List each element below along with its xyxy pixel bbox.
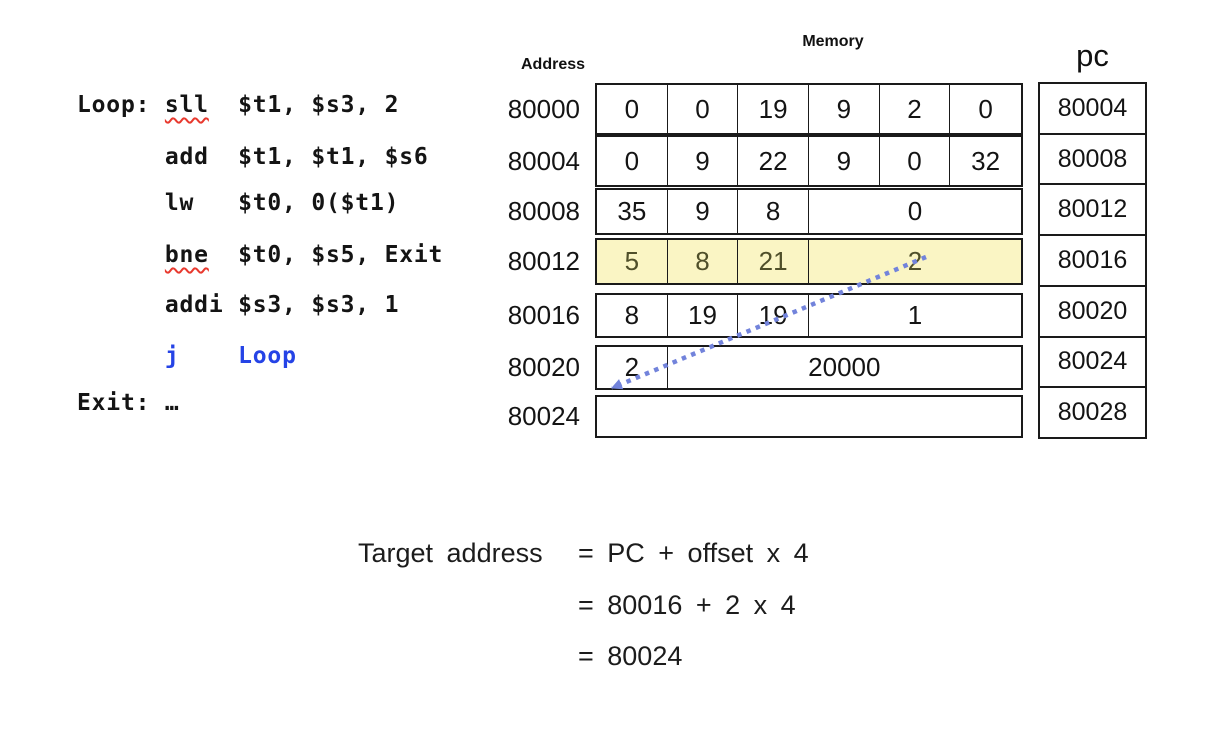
memory-cell: 8	[738, 190, 809, 233]
asm-segment	[77, 242, 165, 268]
asm-line-bne: bne $t0, $s5, Exit	[77, 240, 443, 270]
asm-segment	[180, 343, 239, 369]
memory-cell: 0	[597, 137, 668, 185]
pc-cell: 80020	[1040, 287, 1145, 338]
memory-cell: 5	[597, 240, 668, 283]
asm-segment: addi $s3, $s3, 1	[77, 292, 400, 318]
pc-cell: 80024	[1040, 338, 1145, 389]
memory-address: 80000	[507, 94, 580, 124]
memory-cell: 20000	[808, 352, 881, 382]
asm-segment-misspell: bne	[164, 242, 209, 268]
memory-cell: 21	[738, 240, 809, 283]
memory-cell: 9	[809, 85, 880, 133]
memory-address: 80016	[507, 300, 580, 330]
memory-cell: 0	[668, 85, 739, 133]
formula-rhs3: = 80024	[578, 641, 683, 671]
formula-rhs2: = 80016 + 2 x 4	[578, 590, 796, 620]
memory-row: 2 20000	[595, 345, 1023, 390]
pc-cell: 80004	[1040, 84, 1145, 135]
asm-line-j: j Loop	[77, 341, 297, 371]
pc-table: 80004 80008 80012 80016 80020 80024 8002…	[1038, 82, 1147, 439]
memory-address: 80020	[507, 352, 580, 382]
memory-cell: 1	[907, 300, 923, 330]
pc-cell: 80028	[1057, 398, 1128, 427]
pc-cell: 80012	[1040, 185, 1145, 237]
memory-cell: 0	[880, 137, 951, 185]
memory-cell	[597, 397, 1021, 436]
asm-line-exit: Exit: …	[77, 388, 180, 418]
memory-cell: 19	[738, 85, 809, 133]
memory-address: 80004	[507, 146, 580, 176]
asm-segment: lw $t0, 0($t1)	[77, 190, 400, 216]
asm-line-lw: lw $t0, 0($t1)	[77, 188, 399, 218]
memory-cell: 0	[907, 196, 923, 226]
pc-cell: 80008	[1040, 135, 1145, 186]
asm-line-addi: addi $s3, $s3, 1	[77, 290, 399, 320]
memory-address: 80012	[507, 246, 580, 276]
memory-cell: 19	[738, 295, 809, 336]
memory-cell: 9	[809, 137, 880, 185]
memory-cell: 2	[597, 347, 668, 388]
formula-lhs: Target address	[358, 538, 543, 568]
memory-cell: 2	[880, 85, 951, 133]
asm-segment-jump: j	[164, 343, 180, 369]
memory-cell: 19	[668, 295, 739, 336]
memory-cell: 0	[597, 85, 668, 133]
memory-row	[595, 395, 1023, 438]
asm-segment: $t1, $s3, 2	[208, 92, 400, 118]
address-label: Address	[520, 56, 586, 73]
asm-segment: $t0, $s5, Exit	[208, 242, 444, 268]
memory-cell: 9	[668, 190, 739, 233]
memory-cell: 35	[597, 190, 668, 233]
memory-cell: 9	[668, 137, 739, 185]
asm-segment	[77, 343, 165, 369]
pc-cell: 80016	[1040, 236, 1145, 287]
formula-rhs1: = PC + offset x 4	[578, 538, 809, 568]
asm-segment: add $t1, $t1, $s6	[77, 144, 429, 170]
memory-address: 80008	[507, 196, 580, 226]
asm-segment-misspell: sll	[164, 92, 209, 118]
asm-segment: Loop:	[77, 92, 165, 118]
memory-cell: 2	[907, 246, 923, 276]
asm-segment: Exit: …	[77, 390, 180, 416]
memory-cell: 8	[597, 295, 668, 336]
memory-cell: 0	[978, 93, 993, 124]
memory-title: Memory	[802, 33, 864, 50]
memory-cell: 22	[738, 137, 809, 185]
memory-address: 80024	[507, 401, 580, 431]
asm-line-add: add $t1, $t1, $s6	[77, 142, 429, 172]
memory-cell: 32	[971, 145, 1001, 176]
pc-title: pc	[1076, 38, 1109, 73]
asm-segment-jump: Loop	[238, 343, 297, 369]
memory-cell: 8	[668, 240, 739, 283]
asm-line-sll: Loop: sll $t1, $s3, 2	[77, 90, 399, 120]
